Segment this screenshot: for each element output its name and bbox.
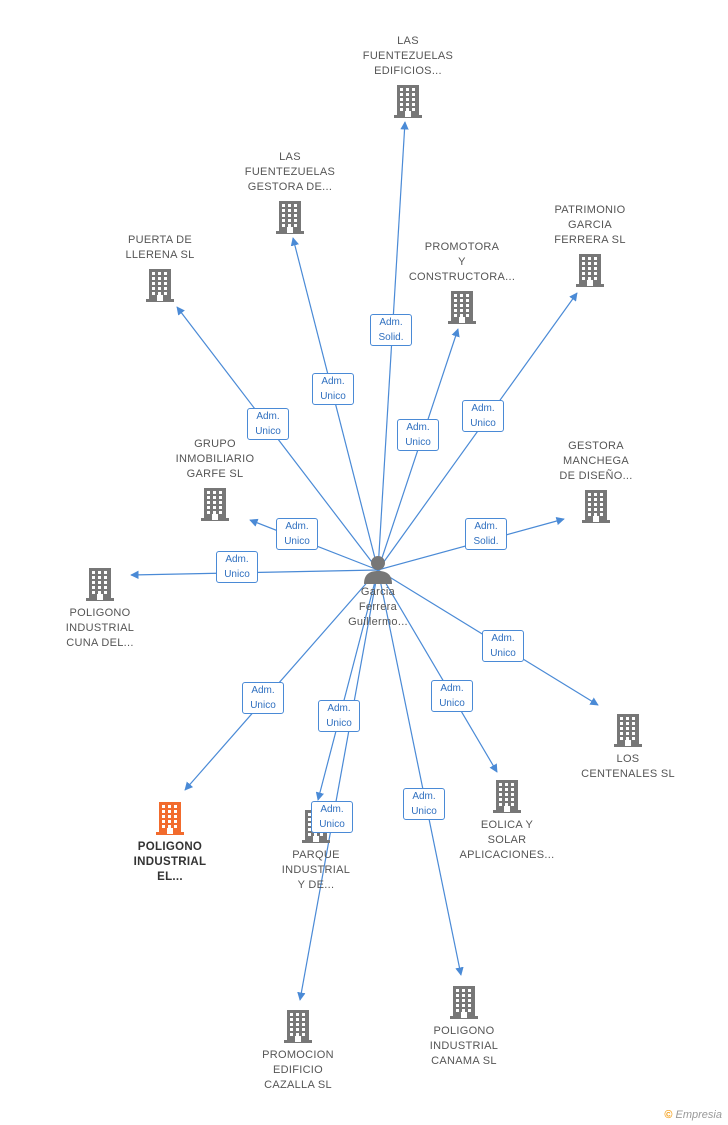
person-name: Garcia Ferrera Guillermo... (348, 586, 408, 628)
company-name: PARQUE INDUSTRIAL Y DE... (281, 849, 351, 891)
building-icon (201, 488, 229, 521)
relation-label-parque-industrial[interactable]: Adm. Unico (318, 700, 360, 732)
edge-poligono-canama (377, 569, 464, 976)
company-node-gestora-manchega[interactable]: GESTORA MANCHEGA DE DISEÑO... (541, 439, 651, 524)
company-node-poligono-canama[interactable]: POLIGONO INDUSTRIAL CANAMA SL (409, 984, 519, 1069)
person-node[interactable]: Garcia Ferrera Guillermo... (323, 553, 433, 630)
company-node-eolica-solar[interactable]: EOLICA Y SOLAR APLICACIONES... (452, 778, 562, 863)
building-icon (450, 986, 478, 1019)
company-node-promotora-constructora[interactable]: PROMOTORA Y CONSTRUCTORA... (407, 240, 517, 325)
edge-promocion-cazalla (297, 569, 379, 1001)
building-icon (394, 85, 422, 118)
company-name: POLIGONO INDUSTRIAL CUNA DEL... (65, 607, 135, 649)
company-node-promocion-cazalla[interactable]: PROMOCION EDIFICIO CAZALLA SL (243, 1008, 353, 1093)
relation-label-poligono-canama[interactable]: Adm. Unico (403, 788, 445, 820)
company-node-poligono-el[interactable]: POLIGONO INDUSTRIAL EL... (115, 800, 225, 885)
company-node-las-fuentezuelas-gestora[interactable]: LAS FUENTEZUELAS GESTORA DE... (235, 150, 345, 235)
building-icon (448, 291, 476, 324)
relation-label-los-centenales[interactable]: Adm. Unico (482, 630, 524, 662)
company-name: PUERTA DE LLERENA SL (125, 234, 195, 261)
relation-label-promocion-cazalla[interactable]: Adm. Unico (311, 801, 353, 833)
relation-label-poligono-cuna-del[interactable]: Adm. Unico (216, 551, 258, 583)
building-icon (614, 714, 642, 747)
company-name: PROMOTORA Y CONSTRUCTORA... (408, 241, 516, 283)
building-icon (146, 269, 174, 302)
building-icon (493, 780, 521, 813)
building-icon (276, 201, 304, 234)
company-node-las-fuentezuelas-edificios[interactable]: LAS FUENTEZUELAS EDIFICIOS... (353, 34, 463, 119)
company-name: POLIGONO INDUSTRIAL CANAMA SL (429, 1025, 499, 1067)
company-name: GRUPO INMOBILIARIO GARFE SL (175, 438, 255, 480)
relation-label-gestora-manchega[interactable]: Adm. Solid. (465, 518, 507, 550)
company-name: GESTORA MANCHEGA DE DISEÑO... (559, 440, 633, 482)
edge-eolica-solar (377, 569, 498, 773)
person-icon (364, 556, 392, 584)
company-name: PATRIMONIO GARCIA FERRERA SL (554, 204, 626, 246)
relation-label-poligono-el[interactable]: Adm. Unico (242, 682, 284, 714)
copyright-icon: © (664, 1109, 673, 1121)
relation-label-puerta-de-llerena[interactable]: Adm. Unico (247, 408, 289, 440)
company-node-poligono-cuna-del[interactable]: POLIGONO INDUSTRIAL CUNA DEL... (45, 566, 155, 651)
edge-las-fuentezuelas-edificios (377, 121, 409, 571)
relation-label-las-fuentezuelas-edificios[interactable]: Adm. Solid. (370, 314, 412, 346)
building-icon (582, 490, 610, 523)
company-name: LOS CENTENALES SL (581, 753, 675, 780)
relation-label-las-fuentezuelas-gestora[interactable]: Adm. Unico (312, 373, 354, 405)
company-node-patrimonio-garcia-ferrera[interactable]: PATRIMONIO GARCIA FERRERA SL (535, 203, 645, 288)
company-name: EOLICA Y SOLAR APLICACIONES... (459, 819, 555, 861)
company-name: PROMOCION EDIFICIO CAZALLA SL (262, 1049, 334, 1091)
company-node-los-centenales[interactable]: LOS CENTENALES SL (573, 712, 683, 782)
footer-brand: © Empresia (664, 1109, 722, 1121)
edge-parque-industrial (315, 569, 379, 801)
edge-poligono-el (184, 569, 379, 791)
company-name: POLIGONO INDUSTRIAL EL... (133, 841, 207, 883)
company-name: LAS FUENTEZUELAS GESTORA DE... (244, 151, 336, 193)
building-icon (576, 254, 604, 287)
relation-label-promotora-constructora[interactable]: Adm. Unico (397, 419, 439, 451)
brand-name: Empresia (675, 1109, 722, 1121)
building-icon (284, 1010, 312, 1043)
company-name: LAS FUENTEZUELAS EDIFICIOS... (362, 35, 454, 77)
building-icon (156, 802, 184, 835)
relation-label-grupo-inmobiliario-garfe[interactable]: Adm. Unico (276, 518, 318, 550)
building-icon (86, 568, 114, 601)
company-node-puerta-de-llerena[interactable]: PUERTA DE LLERENA SL (105, 233, 215, 303)
relation-label-eolica-solar[interactable]: Adm. Unico (431, 680, 473, 712)
company-node-grupo-inmobiliario-garfe[interactable]: GRUPO INMOBILIARIO GARFE SL (160, 437, 270, 522)
relation-label-patrimonio-garcia-ferrera[interactable]: Adm. Unico (462, 400, 504, 432)
